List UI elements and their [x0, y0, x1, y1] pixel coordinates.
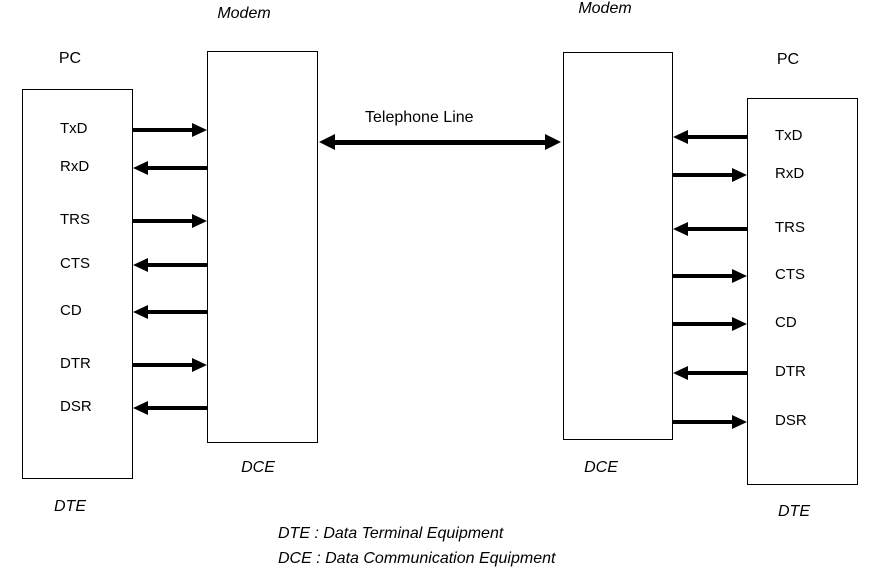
- left-modem-title: Modem: [217, 5, 271, 22]
- right-signal-arrow-dtr: [673, 366, 747, 380]
- left-signal-arrow-cd: [133, 305, 207, 319]
- left-pc-box: [22, 89, 133, 479]
- left-modem-box: [207, 51, 318, 443]
- left-signal-arrow-cts: [133, 258, 207, 272]
- left-pc-title: PC: [58, 50, 82, 67]
- left-signal-arrow-rxd: [133, 161, 207, 175]
- right-pc-box: [747, 98, 858, 485]
- left-signal-label-rxd: RxD: [60, 158, 90, 175]
- left-signal-label-cd: CD: [60, 302, 82, 319]
- left-signal-label-cts: CTS: [60, 255, 90, 272]
- right-pc-title: PC: [776, 51, 800, 68]
- right-signal-label-rxd: RxD: [775, 165, 805, 182]
- left-dte-label: DTE: [54, 498, 86, 515]
- telephone-line: [335, 139, 545, 145]
- right-modem-title: Modem: [578, 0, 632, 17]
- left-signal-arrow-trs: [133, 214, 207, 228]
- right-signal-arrow-cd: [673, 317, 747, 331]
- legend-line-dce: DCE : Data Communication Equipment: [278, 550, 556, 567]
- left-signal-arrow-dtr: [133, 358, 207, 372]
- telephone-arrowhead-right: [545, 134, 561, 150]
- left-dce-label: DCE: [241, 459, 275, 476]
- telephone-line-arrow: [319, 134, 561, 150]
- left-signal-label-dtr: DTR: [60, 355, 91, 372]
- right-signal-arrow-dsr: [673, 415, 747, 429]
- right-signal-label-cd: CD: [775, 314, 797, 331]
- left-signal-label-trs: TRS: [60, 211, 90, 228]
- telephone-line-label: Telephone Line: [365, 109, 474, 126]
- right-signal-label-cts: CTS: [775, 266, 805, 283]
- legend-line-dte: DTE : Data Terminal Equipment: [278, 525, 504, 542]
- right-signal-label-trs: TRS: [775, 219, 805, 236]
- left-signal-label-txd: TxD: [60, 120, 88, 137]
- left-signal-arrow-dsr: [133, 401, 207, 415]
- right-dce-label: DCE: [584, 459, 618, 476]
- right-modem-box: [563, 52, 673, 440]
- left-signal-label-dsr: DSR: [60, 398, 92, 415]
- right-signal-arrow-txd: [673, 130, 747, 144]
- right-signal-label-txd: TxD: [775, 127, 803, 144]
- right-signal-arrow-rxd: [673, 168, 747, 182]
- right-signal-arrow-cts: [673, 269, 747, 283]
- left-signal-arrow-txd: [133, 123, 207, 137]
- telephone-arrowhead-left: [319, 134, 335, 150]
- right-dte-label: DTE: [778, 503, 810, 520]
- right-signal-arrow-trs: [673, 222, 747, 236]
- right-signal-label-dtr: DTR: [775, 363, 806, 380]
- right-signal-label-dsr: DSR: [775, 412, 807, 429]
- legend: DTE : Data Terminal Equipment DCE : Data…: [278, 521, 555, 569]
